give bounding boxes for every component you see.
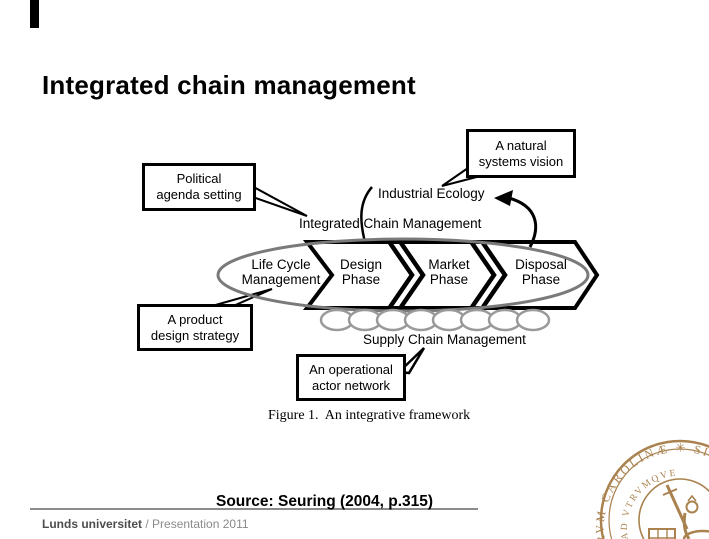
page-title: Integrated chain management: [42, 70, 416, 100]
footer: Lunds universitet / Presentation 2011: [42, 517, 249, 531]
phase-arrow-body: [302, 240, 600, 310]
label-design-phase: Design Phase: [339, 257, 383, 287]
phase-separator-chevron: [470, 241, 497, 309]
seal-outer-text: RVM·CAROLINÆ ✳ SIGILL: [593, 441, 709, 539]
phase-separator-chevron: [388, 241, 415, 309]
label-life-cycle-management: Life Cycle Management: [241, 257, 321, 287]
label-disposal-phase: Disposal Phase: [515, 257, 567, 287]
label-industrial-ecology: Industrial Ecology: [378, 186, 485, 201]
seal-inner-ring: [638, 478, 709, 539]
footer-presentation: Presentation 2011: [152, 517, 249, 531]
seal-mid-ring: [608, 448, 709, 539]
footer-institution: Lunds universitet: [42, 517, 143, 531]
template-corner-flag: [30, 0, 39, 28]
supply-chain-links: [319, 308, 551, 332]
label-integrated-chain-management: Integrated Chain Management: [299, 216, 482, 231]
node-product-design-strategy: A product design strategy: [137, 304, 253, 351]
phase-separator-chevron: [399, 241, 426, 309]
node-operational-actor-network: An operational actor network: [296, 354, 406, 401]
seal-emblem: [648, 484, 709, 539]
footer-separator: /: [142, 517, 153, 531]
feedback-arrowhead: [494, 190, 513, 206]
label-supply-chain-management: Supply Chain Management: [363, 332, 526, 347]
figure-caption: Figure 1. An integrative framework: [268, 408, 471, 423]
seal-outer-ring: [599, 439, 709, 539]
label-market-phase: Market Phase: [428, 257, 470, 287]
node-natural-systems-vision: A natural systems vision: [466, 129, 576, 178]
phase-separator-chevron: [481, 241, 508, 309]
feedback-arrow-curve: [508, 196, 538, 248]
node-political-agenda-setting: Political agenda setting: [142, 163, 256, 211]
footer-divider-line: [30, 508, 478, 510]
source-citation: Source: Seuring (2004, p.315): [216, 493, 434, 510]
political-callout-leader: [249, 183, 308, 217]
university-seal-logo: RVM·CAROLINÆ ✳ SIGILL AD VTRVMQVE: [593, 439, 709, 539]
